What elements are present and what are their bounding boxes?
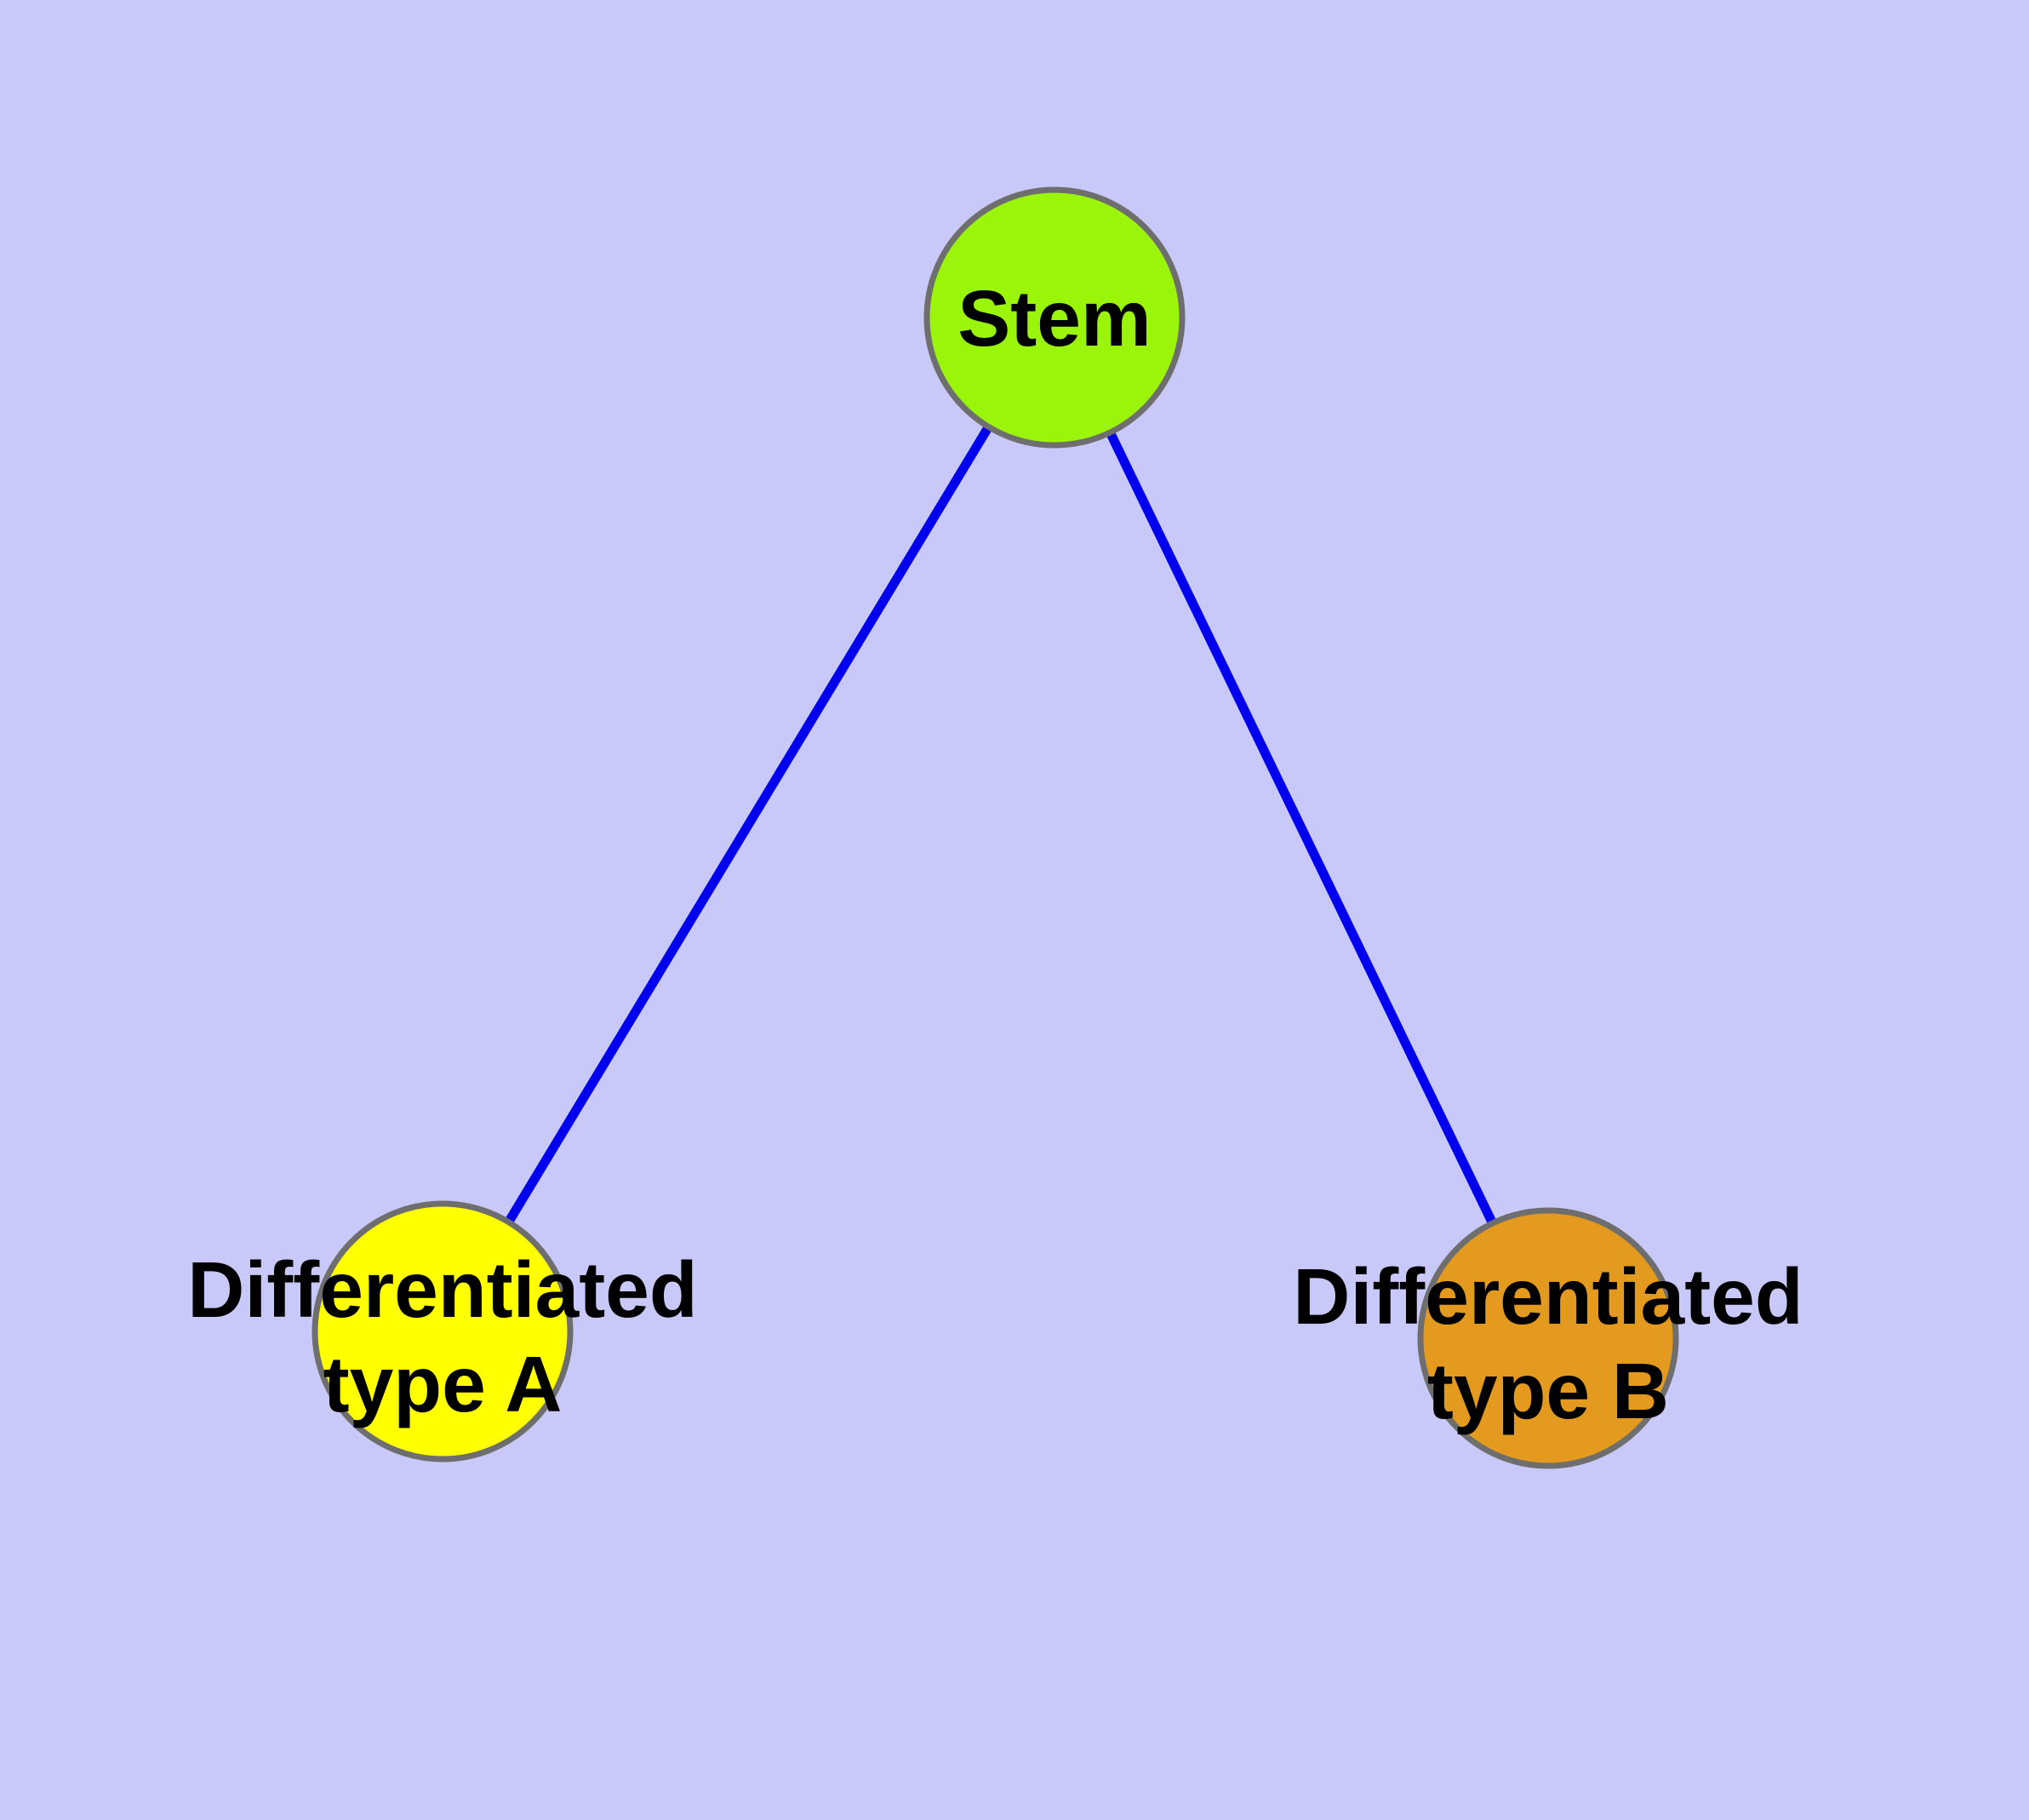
edge-layer	[438, 315, 1552, 1341]
type-a-node-circle	[311, 1200, 574, 1462]
type-a-node-label-line2: type A	[323, 1340, 563, 1428]
type-b-node-label-line1: Differentiated	[1293, 1252, 1803, 1341]
stem-node-circle	[923, 186, 1186, 449]
node-differentiated-type-b	[1417, 1207, 1679, 1469]
node-differentiated-type-a	[311, 1200, 574, 1462]
node-stem	[923, 186, 1186, 449]
edge-stem-to-type-b	[1050, 315, 1552, 1341]
edge-stem-to-type-a	[438, 315, 1059, 1334]
label-layer: Stem Differentiated type A Differentiate…	[187, 274, 1803, 1435]
type-b-node-circle	[1417, 1207, 1679, 1469]
type-b-node-label-line2: type B	[1427, 1347, 1669, 1435]
type-a-node-label-line1: Differentiated	[187, 1245, 697, 1334]
stem-node-label: Stem	[957, 274, 1151, 363]
